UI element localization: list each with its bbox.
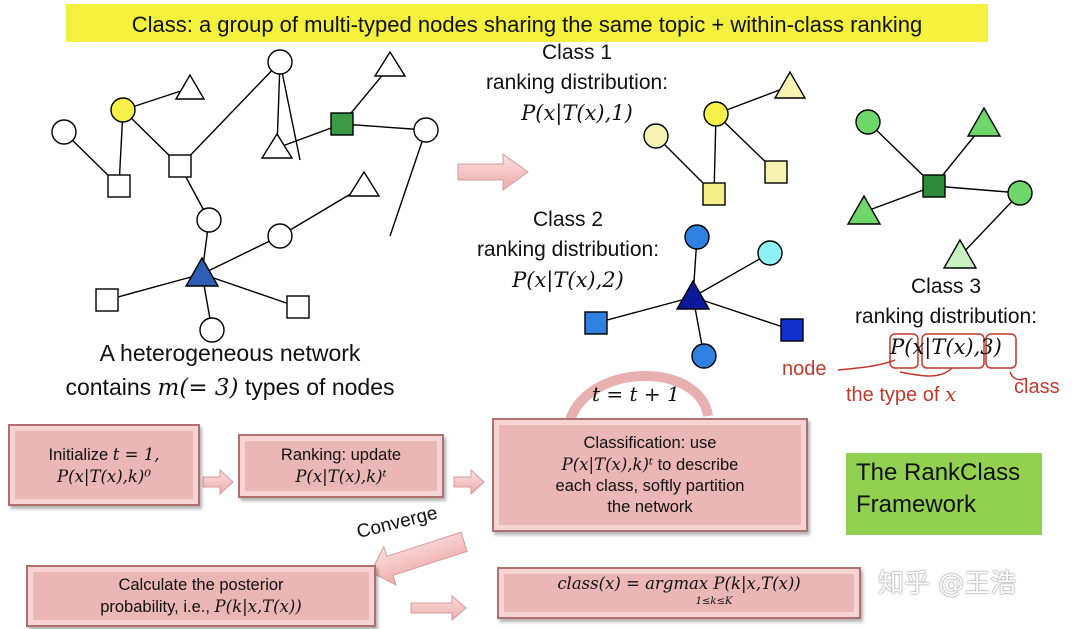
node-circle-yellow [110,97,136,123]
node-triangle [260,132,294,159]
node-square [95,288,119,312]
arrow-init-to-ranking [202,468,234,496]
arrow-ranking-to-classification [453,468,485,496]
converge-arrow [370,531,468,586]
class3-formula: P(x|T(x),3) [890,335,1002,359]
class3-label: Class 3 ranking distribution: P(x|T(x),3… [832,272,1060,362]
network-caption-line2: contains m(= 3) types of nodes [65,374,395,401]
loop-label: t = t + 1 [592,382,680,406]
class1-name: Class 1 [541,41,613,64]
class2-formula: P(x|T(x),2) [512,268,624,292]
ranking-line2: P(x|T(x),k)ᵗ [295,467,387,486]
title-banner: Class: a group of multi-typed nodes shar… [66,4,988,42]
init-line1: Initialize t = 1, [48,444,160,464]
loop-arrow [565,371,713,422]
node-triangle-blue [184,256,220,287]
init-box: Initialize t = 1, P(x|T(x),k)⁰ [8,424,200,506]
node-square-green [330,112,354,136]
node-circle [199,317,225,343]
argmax-subscript: 1≤k≤K [695,596,733,607]
network-caption-line1: A heterogeneous network [99,340,361,366]
node-circle [267,49,293,75]
node-circle [267,223,293,249]
classification-line3: each class, softly partition [555,476,745,495]
argmax-formula: class(x) = argmax P(k|x,T(x)) [557,574,801,593]
framework-box: The RankClass Framework [846,453,1042,535]
framework-line2: Framework [856,491,977,518]
network-caption: A heterogeneous network contains m(= 3) … [20,336,440,405]
classification-box: Classification: use P(x|T(x),k)ᵗ to desc… [492,418,808,532]
posterior-box: Calculate the posterior probability, i.e… [26,565,376,627]
arrow-posterior-to-argmax [410,594,467,622]
posterior-line2: probability, i.e., P(k|x,T(x)) [100,596,302,616]
class1-network [643,70,807,206]
ranking-box: Ranking: update P(x|T(x),k)ᵗ [238,434,444,498]
node-square [286,295,310,319]
ranking-line1: Ranking: update [280,446,402,464]
class3-subtitle: ranking distribution: [854,305,1038,328]
annotation-node: node [782,358,827,380]
class2-network [584,224,804,369]
class1-formula: P(x|T(x),1) [521,101,633,125]
annotation-class: class [1014,376,1060,398]
formula-annotations [837,333,1027,381]
class3-network [846,106,1033,269]
node-circle [196,207,222,233]
node-square [168,154,192,178]
class3-name: Class 3 [910,275,982,298]
pink-arrow-right [457,153,529,191]
watermark: 知乎 @王浩 [878,569,1017,599]
class1-label: Class 1 ranking distribution: P(x|T(x),1… [472,38,682,128]
classification-line4: the network [607,497,693,516]
node-triangle [347,170,381,197]
classification-line1: Classification: use [583,433,717,452]
annotation-type: the type of x [846,382,957,406]
node-circle [413,117,439,143]
class2-name: Class 2 [532,208,604,231]
classification-line2: P(x|T(x),k)ᵗ to describe [561,454,739,474]
node-square [107,174,131,198]
class2-subtitle: ranking distribution: [476,238,660,261]
framework-line1: The RankClass [856,459,1021,486]
node-triangle [373,50,407,77]
node-circle [51,119,77,145]
argmax-box: class(x) = argmax P(k|x,T(x)) 1≤k≤K [497,567,861,619]
posterior-line1: Calculate the posterior [118,575,284,594]
init-line2: P(x|T(x),k)⁰ [57,466,151,486]
node-triangle [174,73,206,100]
class1-subtitle: ranking distribution: [485,71,669,94]
class2-label: Class 2 ranking distribution: P(x|T(x),2… [454,205,682,295]
